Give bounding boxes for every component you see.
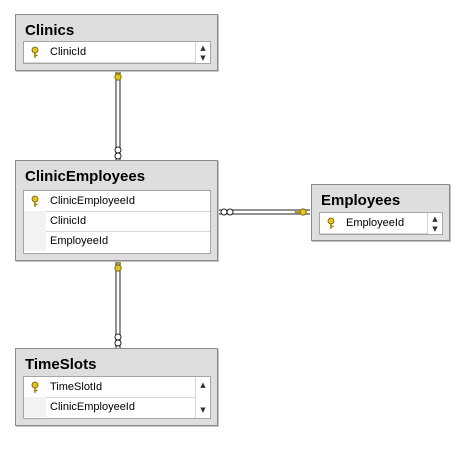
column-list: ClinicEmployeeId ClinicId EmployeeId	[23, 190, 211, 254]
table-title: TimeSlots	[25, 356, 97, 373]
key-icon	[24, 377, 46, 397]
key-icon	[320, 213, 342, 233]
scroll-up-icon[interactable]: ▲	[432, 215, 438, 223]
column-list: EmployeeId ▲ ▼	[319, 212, 443, 235]
scrollbar[interactable]: ▲ ▼	[195, 42, 210, 63]
column-row[interactable]: ClinicId	[24, 42, 195, 63]
row-selector	[24, 211, 46, 231]
relationship-clinicemployees-employees[interactable]	[219, 208, 310, 216]
scroll-up-icon[interactable]: ▲	[200, 381, 206, 389]
column-row[interactable]: ClinicEmployeeId	[24, 397, 195, 417]
relationship-clinics-clinicemployees[interactable]	[114, 68, 122, 160]
table-title: Employees	[321, 192, 401, 209]
scrollbar[interactable]: ▲ ▼	[427, 213, 442, 234]
column-row[interactable]: EmployeeId	[320, 213, 427, 234]
table-title: ClinicEmployees	[25, 168, 146, 185]
scroll-up-icon[interactable]: ▲	[200, 44, 206, 52]
column-name: ClinicEmployeeId	[50, 401, 135, 413]
table-employees[interactable]: Employees EmployeeId ▲ ▼	[311, 184, 450, 241]
table-clinics[interactable]: Clinics ClinicId ▲ ▼	[15, 14, 218, 71]
column-list: TimeSlotId ClinicEmployeeId ▲ ▼	[23, 376, 211, 419]
infinity-icon	[114, 146, 122, 160]
column-name: ClinicId	[50, 215, 87, 227]
relationship-clinicemployees-timeslots[interactable]	[114, 259, 122, 348]
column-name: ClinicId	[50, 46, 87, 58]
column-row[interactable]: ClinicEmployeeId	[24, 191, 210, 212]
scroll-down-icon[interactable]: ▼	[200, 54, 206, 62]
row-selector	[24, 231, 46, 251]
table-timeslots[interactable]: TimeSlots TimeSlotId ClinicEmployeeId ▲ …	[15, 348, 218, 426]
column-row[interactable]: ClinicId	[24, 211, 210, 232]
key-icon	[24, 191, 46, 211]
column-list: ClinicId ▲ ▼	[23, 41, 211, 64]
table-title: Clinics	[25, 22, 75, 39]
column-name: EmployeeId	[346, 217, 405, 229]
scroll-down-icon[interactable]: ▼	[432, 225, 438, 233]
table-clinicemployees[interactable]: ClinicEmployees ClinicEmployeeId ClinicI…	[15, 160, 218, 261]
column-name: EmployeeId	[50, 235, 109, 247]
column-name: TimeSlotId	[50, 381, 103, 393]
infinity-icon	[114, 333, 122, 347]
column-row[interactable]: EmployeeId	[24, 231, 210, 251]
key-icon	[24, 42, 46, 62]
column-name: ClinicEmployeeId	[50, 195, 135, 207]
scroll-down-icon[interactable]: ▼	[200, 406, 206, 414]
infinity-icon	[220, 208, 234, 216]
scrollbar[interactable]: ▲ ▼	[195, 377, 210, 418]
row-selector	[24, 397, 46, 417]
column-row[interactable]: TimeSlotId	[24, 377, 195, 398]
